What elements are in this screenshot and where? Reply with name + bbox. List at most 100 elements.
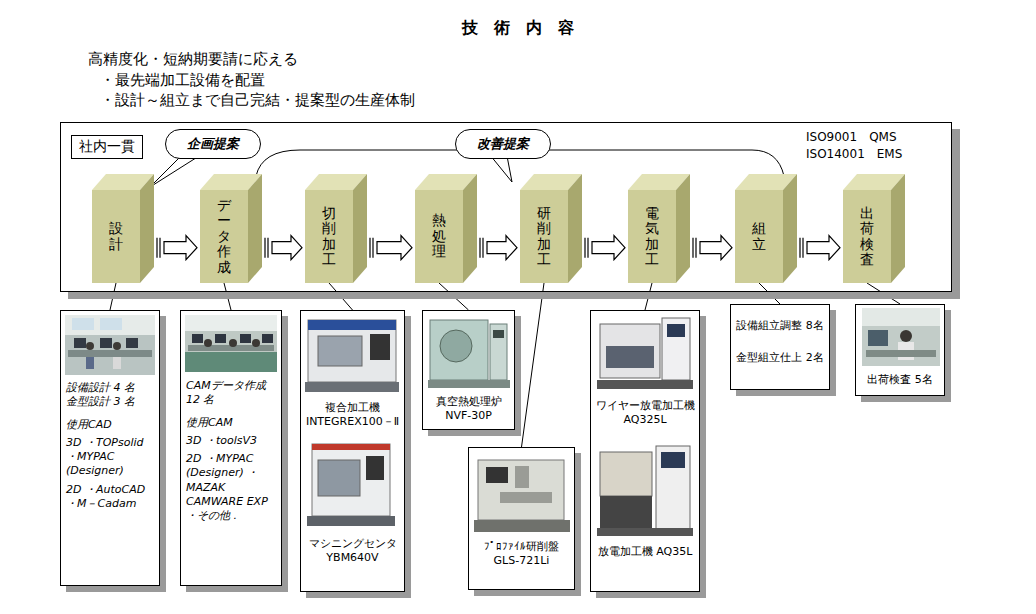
cam-room-photo xyxy=(185,315,277,372)
arrow-bar xyxy=(264,238,265,258)
flow-arrow xyxy=(265,236,302,260)
detail-text: 使用CAD xyxy=(66,418,156,432)
flow-arrow xyxy=(585,236,625,260)
detail-text: 2D ・MYPAC (Designer) ・MAZAK CAMWARE EXP … xyxy=(186,452,278,523)
machining-center xyxy=(312,444,390,450)
diagram-title: 技 術 内 容 xyxy=(0,18,1036,39)
block-arrow xyxy=(487,236,517,260)
design-office-photo xyxy=(126,338,138,348)
leader-line xyxy=(110,283,116,310)
cam-room-photo xyxy=(229,339,237,347)
box-3d-shape xyxy=(735,174,797,283)
process-box: 設計 xyxy=(92,174,154,283)
block-arrow xyxy=(272,236,302,260)
block-arrow xyxy=(592,236,625,260)
box-side-face xyxy=(676,174,690,283)
wire-edm-machine xyxy=(597,380,693,389)
flow-arrow xyxy=(800,236,840,260)
leader-line xyxy=(329,283,353,310)
arrow-bar xyxy=(159,238,160,258)
leader-line xyxy=(522,283,545,447)
box-3d-shape xyxy=(415,174,477,283)
multitasking-machine xyxy=(308,320,396,382)
box-front-face xyxy=(200,190,248,283)
edm-machine xyxy=(600,452,652,496)
process-box: 電気加工 xyxy=(628,174,690,283)
edm-machine xyxy=(656,446,690,532)
detail-box: ワイヤー放電加工機 AQ325L放電加工機 AQ35L xyxy=(590,310,700,592)
wire-edm-machine xyxy=(662,318,690,380)
bubble-tail xyxy=(150,155,199,187)
leader-line xyxy=(224,283,231,310)
wire-edm-machine xyxy=(667,324,685,337)
process-box: 研削加工 xyxy=(520,174,582,283)
arrow-bar xyxy=(479,238,480,258)
block-arrow xyxy=(164,236,197,260)
box-3d-shape xyxy=(92,174,154,283)
cam-room-photo xyxy=(262,334,273,343)
inspection-photo xyxy=(868,330,888,346)
multitasking-machine xyxy=(305,320,399,392)
arrow-bar xyxy=(156,238,157,258)
arrow-bar xyxy=(802,238,803,258)
box-3d-shape xyxy=(520,174,582,283)
machining-center xyxy=(307,516,395,526)
bubble-text: 改善提案 xyxy=(477,135,529,153)
box-front-face xyxy=(735,190,783,283)
process-box: 熱処理 xyxy=(415,174,477,283)
vacuum-furnace xyxy=(428,320,510,388)
arrow-bar xyxy=(692,238,693,258)
arrow-bar xyxy=(584,238,585,258)
wire-edm-machine xyxy=(606,346,654,368)
design-office-photo xyxy=(74,338,86,348)
detail-box: CAMデータ作成 12 名使用CAM3D ・toolsV32D ・MYPAC (… xyxy=(180,310,282,586)
cam-room-photo xyxy=(204,339,212,347)
design-office-photo xyxy=(113,342,121,350)
detail-text: マシニングセンタ YBM640V xyxy=(304,537,401,565)
block-arrow xyxy=(807,236,840,260)
vacuum-furnace xyxy=(428,380,510,388)
design-office-photo xyxy=(100,338,112,348)
wire-edm-machine xyxy=(600,324,660,378)
box-front-face xyxy=(92,190,140,283)
machining-center xyxy=(318,460,360,496)
process-box: 出荷検査 xyxy=(843,174,905,283)
detail-text: 設備設計 4 名 xyxy=(66,381,156,395)
process-box: 組立 xyxy=(735,174,797,283)
detail-box: 設備組立調整 8名金型組立仕上 2名 xyxy=(730,304,830,390)
process-label: 研削加工 xyxy=(537,206,551,268)
box-3d-shape xyxy=(843,174,905,283)
leader-line xyxy=(645,283,652,310)
box-3d-shape xyxy=(305,174,367,283)
profile-grinder xyxy=(478,460,564,520)
box-face: 研削加工 xyxy=(520,190,568,283)
edm-machine xyxy=(661,452,685,468)
arrow-bar xyxy=(372,238,373,258)
vacuum-furnace xyxy=(440,330,472,362)
note-label: ISO9001 QMS xyxy=(806,129,897,146)
arrow-bar xyxy=(587,238,588,258)
process-label: 出荷検査 xyxy=(860,206,874,268)
detail-text: 複合加工機 INTEGREX100－Ⅱ xyxy=(304,401,401,429)
detail-box: ﾌﾟﾛﾌｧｲﾙ研削盤 GLS-721Li xyxy=(468,447,575,590)
leader-line xyxy=(224,283,231,310)
design-office-photo xyxy=(100,318,122,330)
box-front-face xyxy=(415,190,463,283)
inspection-photo xyxy=(862,308,940,326)
box-side-face xyxy=(463,174,477,283)
process-box: データ作成 xyxy=(200,174,262,283)
leader-line xyxy=(439,283,469,310)
box-front-face xyxy=(843,190,891,283)
detail-text: 3D ・TOPsolid ・MYPAC (Designer) xyxy=(66,436,156,479)
process-label: データ作成 xyxy=(217,198,231,275)
box-side-face xyxy=(891,174,905,283)
cam-room-photo xyxy=(215,334,226,343)
block-arrow xyxy=(377,236,412,260)
design-office-photo xyxy=(65,315,155,375)
inspection-photo xyxy=(900,330,912,342)
detail-text: 金型組立仕上 2名 xyxy=(734,351,826,365)
multitasking-machine xyxy=(305,382,399,392)
vacuum-furnace xyxy=(493,330,504,338)
arrow-bar xyxy=(369,238,370,258)
multitasking-machine xyxy=(370,334,390,360)
